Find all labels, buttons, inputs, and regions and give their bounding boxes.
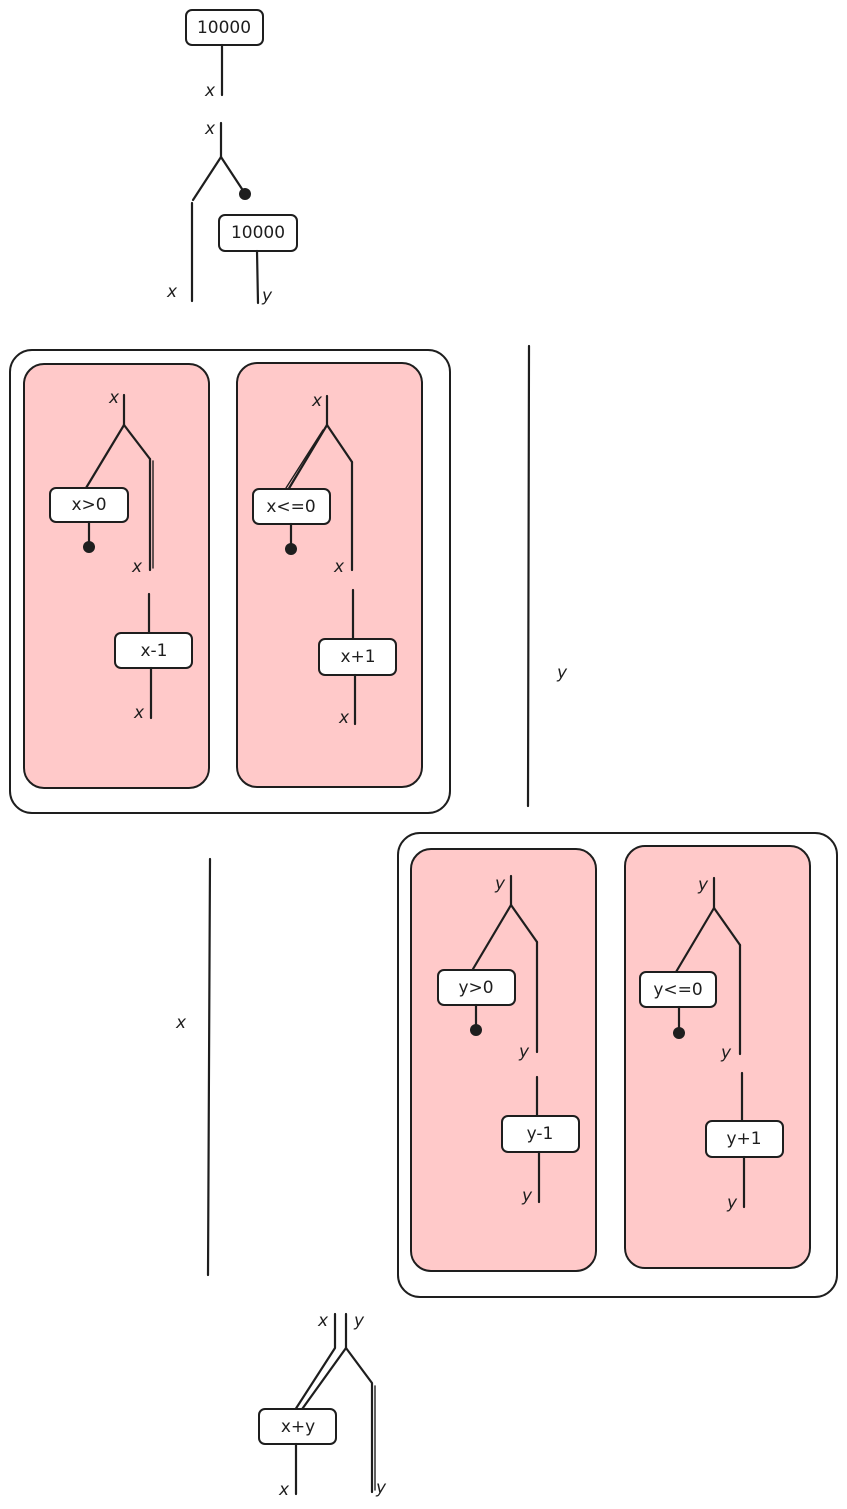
guard-x-le-0: x<=0 <box>252 488 331 525</box>
svg-text:x<=0: x<=0 <box>266 497 315 517</box>
label-y: y <box>697 875 709 895</box>
label-y: y <box>726 1193 738 1213</box>
loop-y-branch-false <box>624 845 811 1269</box>
loop-x-branch-false <box>236 362 423 788</box>
wire-x-passthrough <box>206 857 212 1277</box>
op-x-plus-y: x+y <box>258 1408 337 1445</box>
svg-text:x+y: x+y <box>281 1417 315 1437</box>
const-y-node: 10000 <box>218 214 298 252</box>
update-y-plus-1: y+1 <box>705 1120 784 1158</box>
update-x-plus-1: x+1 <box>318 638 397 676</box>
label-x: x <box>338 708 350 728</box>
label-x: x <box>166 282 178 302</box>
svg-text:10000: 10000 <box>197 18 251 38</box>
guard-y-gt-0: y>0 <box>437 969 516 1006</box>
label-y: y <box>494 874 506 894</box>
svg-text:x-1: x-1 <box>140 641 167 661</box>
label-y: y <box>353 1311 365 1331</box>
sink-dot <box>285 543 297 555</box>
sink-dot <box>470 1024 482 1036</box>
sink-dot <box>673 1027 685 1039</box>
svg-text:x>0: x>0 <box>71 495 106 515</box>
update-y-minus-1: y-1 <box>501 1115 580 1153</box>
label-y: y <box>521 1186 533 1206</box>
split-y-in-branch <box>471 874 539 1054</box>
merge-xy-wires <box>293 1312 376 1494</box>
label-x: x <box>175 1013 187 1033</box>
svg-text:x+1: x+1 <box>340 647 375 667</box>
split-x <box>191 121 251 202</box>
update-x-minus-1: x-1 <box>114 632 193 669</box>
label-y: y <box>261 286 273 306</box>
loop-x-branch-true <box>23 363 210 789</box>
label-x: x <box>204 119 216 139</box>
guard-x-gt-0: x>0 <box>49 487 129 523</box>
wire-y-passthrough <box>526 344 531 808</box>
svg-text:y<=0: y<=0 <box>653 980 702 1000</box>
label-x: x <box>133 703 145 723</box>
split-x-in-branch <box>285 394 354 572</box>
label-y: y <box>720 1043 732 1063</box>
loop-y-branch-true <box>410 848 597 1272</box>
svg-text:y-1: y-1 <box>527 1124 554 1144</box>
label-x: x <box>333 557 345 577</box>
label-x: x <box>108 388 120 408</box>
guard-y-le-0: y<=0 <box>639 971 717 1008</box>
svg-text:10000: 10000 <box>231 223 285 243</box>
label-y: y <box>375 1478 387 1498</box>
sink-dot <box>83 541 95 553</box>
wire-y-from-const <box>255 249 260 305</box>
svg-text:y+1: y+1 <box>726 1129 761 1149</box>
split-y-in-branch <box>674 876 742 1056</box>
label-x: x <box>278 1480 290 1500</box>
label-y: y <box>518 1042 530 1062</box>
svg-text:y>0: y>0 <box>458 978 493 998</box>
label-x: x <box>204 81 216 101</box>
label-x: x <box>311 391 323 411</box>
label-y: y <box>556 663 568 683</box>
label-x: x <box>317 1311 329 1331</box>
const-x-node: 10000 <box>185 9 264 46</box>
label-x: x <box>131 557 143 577</box>
split-x-in-branch <box>84 393 154 572</box>
